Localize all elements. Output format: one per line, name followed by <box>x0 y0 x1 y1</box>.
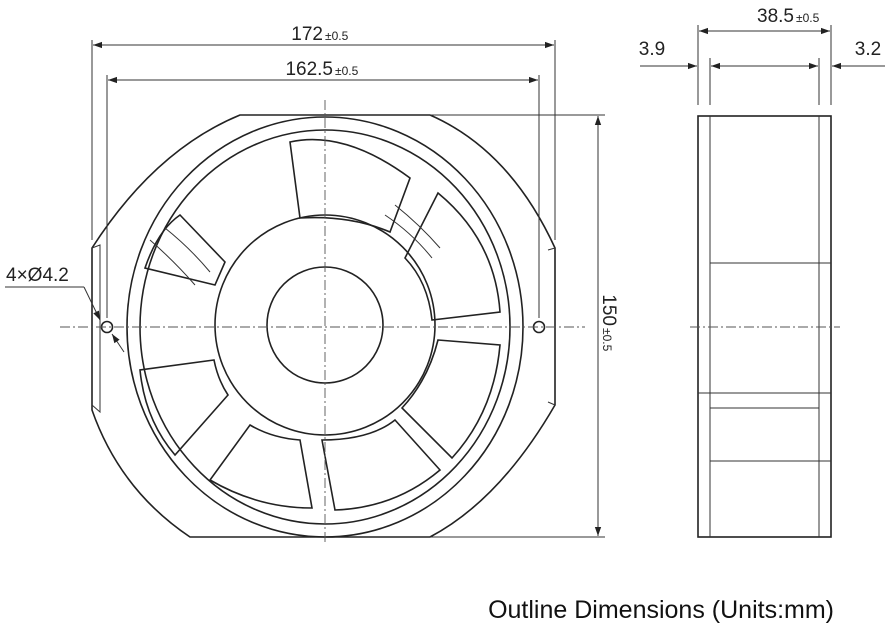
dim-depth-value: 38.5 <box>757 6 794 27</box>
fan-blades <box>139 138 501 511</box>
dim-overall-width-value: 172 <box>291 24 323 45</box>
blade-top-right <box>404 191 501 321</box>
dim-hole-spacing-tolerance: ±0.5 <box>335 64 359 78</box>
side-body <box>697 115 832 538</box>
blade-bottom-left <box>139 359 230 457</box>
dim-mounting-holes-label: 4×Ø4.2 <box>6 265 69 286</box>
housing-outline <box>91 114 556 538</box>
drawing-caption: Outline Dimensions (Units:mm) <box>488 596 834 624</box>
blade-right <box>400 339 501 460</box>
blade-bottom <box>208 423 313 509</box>
side-view: 38.5 ±0.5 3.9 3.2 <box>639 6 885 538</box>
blade-bottom-right <box>321 418 442 511</box>
dim-right-flange-value: 3.2 <box>855 39 881 60</box>
blade-left <box>143 213 226 286</box>
dim-overall-width-tolerance: ±0.5 <box>325 29 349 43</box>
dim-left-flange-value: 3.9 <box>639 39 665 60</box>
dim-height-tolerance: ±0.5 <box>600 328 614 352</box>
dim-height-value: 150 <box>598 294 619 326</box>
dim-depth-tolerance: ±0.5 <box>796 11 820 25</box>
front-view: 172 ±0.5 162.5 ±0.5 150 ±0.5 4×Ø4.2 <box>5 24 619 545</box>
dim-hole-spacing-value: 162.5 <box>285 59 333 80</box>
